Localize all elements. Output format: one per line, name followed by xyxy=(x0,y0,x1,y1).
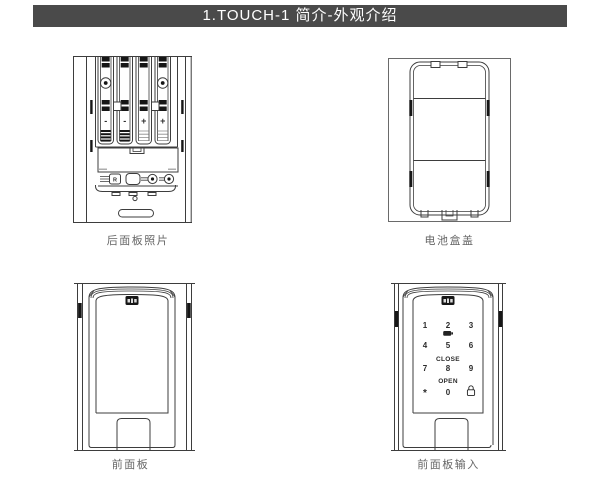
front-input-drawing: 1 2 3 4 5 6 CLOSE 7 8 9 OPEN * 0 xyxy=(391,283,506,451)
latch-hooks xyxy=(420,210,479,221)
caption-back-panel: 后面板照片 xyxy=(106,235,170,247)
figure-front-input: 1 2 3 4 5 6 CLOSE 7 8 9 OPEN * 0 xyxy=(391,283,506,456)
card-reader-cover xyxy=(434,418,469,451)
polarity-marks: - - + + xyxy=(104,116,165,126)
svg-text:-: - xyxy=(104,116,107,126)
battery-contact-icon xyxy=(101,100,167,111)
keypad-key-5: 5 xyxy=(446,341,451,350)
spring-icon xyxy=(100,130,168,142)
logo-badge-icon xyxy=(125,296,139,305)
side-tick-icon xyxy=(78,303,82,318)
side-tick-icon xyxy=(187,303,191,318)
photo-frame xyxy=(388,58,511,222)
caption-front-panel: 前面板 xyxy=(111,459,150,471)
close-label: CLOSE xyxy=(436,356,460,363)
keypad-key-4: 4 xyxy=(423,341,428,350)
touch-area xyxy=(95,293,169,414)
side-tick-icon xyxy=(90,100,93,114)
jack-connector-icon xyxy=(141,173,158,185)
cover-outline xyxy=(409,61,490,216)
battery-icon xyxy=(443,331,453,336)
battery-clip-icon xyxy=(151,101,160,111)
clip-tab-icon xyxy=(129,147,145,154)
logo-badge-icon xyxy=(441,296,455,305)
section-header: 1.TOUCH-1 简介-外观介绍 xyxy=(33,5,567,27)
mount-tabs xyxy=(111,192,157,196)
figure-front-panel xyxy=(74,283,195,456)
keypad-key-2: 2 xyxy=(446,321,451,330)
svg-text:-: - xyxy=(123,116,126,126)
page-title: 1.TOUCH-1 简介-外观介绍 xyxy=(202,7,398,24)
figure-battery-cover xyxy=(388,58,511,227)
figure-back-panel: - - + + xyxy=(73,50,192,228)
screw-icon xyxy=(100,77,169,89)
lock-icon xyxy=(466,385,476,396)
back-panel-drawing: - - + + xyxy=(73,50,192,223)
keypad-key-star: * xyxy=(423,388,427,399)
notch-icon xyxy=(430,61,441,68)
open-label: OPEN xyxy=(438,378,458,385)
battery-clip-icon xyxy=(113,101,122,111)
caption-battery-cover: 电池盒盖 xyxy=(424,235,475,247)
keypad-key-7: 7 xyxy=(423,364,428,373)
keypad-key-0: 0 xyxy=(446,388,451,397)
svg-text:+: + xyxy=(141,116,146,126)
usb-port-icon xyxy=(125,173,141,185)
svg-text:R: R xyxy=(113,177,117,183)
keypad-key-6: 6 xyxy=(469,341,474,350)
side-tick-icon xyxy=(394,311,399,327)
front-panel-drawing xyxy=(74,283,195,451)
reset-button: R xyxy=(100,173,121,185)
oval-slot-icon xyxy=(118,209,154,218)
battery-contact-icon xyxy=(101,57,167,68)
touch-area xyxy=(412,293,484,414)
side-tick-icon xyxy=(498,311,503,327)
caption-front-input: 前面板输入 xyxy=(417,459,480,471)
tiny-label-marks xyxy=(168,168,176,170)
keypad-key-1: 1 xyxy=(423,321,428,330)
tiny-label-marks xyxy=(99,168,107,170)
keypad-key-8: 8 xyxy=(446,364,451,373)
jack-connector-icon xyxy=(159,173,175,185)
keypad-key-3: 3 xyxy=(469,321,474,330)
notch-icon xyxy=(457,61,468,68)
card-reader-cover xyxy=(116,418,151,451)
hole-icon xyxy=(132,195,138,202)
svg-text:+: + xyxy=(160,116,165,126)
battery-cover-drawing xyxy=(388,58,511,222)
keypad-key-9: 9 xyxy=(469,364,474,373)
keypad: 1 2 3 4 5 6 CLOSE 7 8 9 OPEN * 0 xyxy=(423,321,476,399)
side-tick-icon xyxy=(409,100,490,187)
